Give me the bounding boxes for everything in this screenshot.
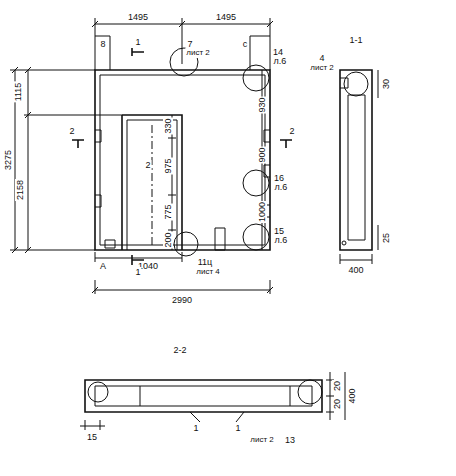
dimension-label: 400 xyxy=(347,265,364,275)
dimension-label: 900 xyxy=(257,146,267,163)
dimension-label: 2 xyxy=(288,126,295,136)
dimension-label: лист 2 xyxy=(185,48,210,58)
dimension-label: 2 xyxy=(68,126,75,136)
dimension-label: лист 4 xyxy=(195,267,220,277)
dimension-label: 2-2 xyxy=(172,345,187,355)
dimension-label: л.6 xyxy=(274,235,289,245)
dimension-label: 1495 xyxy=(215,12,237,22)
dimension-label: 975 xyxy=(163,157,173,174)
dimension-label: 15 xyxy=(86,432,98,442)
dimension-label: 25 xyxy=(381,232,391,244)
dimension-label: л.6 xyxy=(274,182,289,192)
dimension-label: 2 xyxy=(144,160,151,170)
dimension-label: 400 xyxy=(347,387,357,404)
dimension-label: 775 xyxy=(163,203,173,220)
dimension-label: 1 xyxy=(192,423,199,433)
dimension-label: л.6 xyxy=(273,56,288,66)
dimension-label: 8 xyxy=(99,39,106,49)
dimension-label: 30 xyxy=(381,78,391,90)
dimension-label: лист 2 xyxy=(309,63,334,73)
dimension-label: 930 xyxy=(257,96,267,113)
dimension-label: 1495 xyxy=(127,12,149,22)
dimension-label: 200 xyxy=(163,231,173,248)
dimension-label: 1115 xyxy=(13,82,23,103)
dimension-label: 4 xyxy=(318,53,325,63)
dimension-label: A xyxy=(99,261,107,271)
dimension-label: 2990 xyxy=(171,295,193,305)
dimension-label: 13 xyxy=(284,435,296,445)
dimension-label: 11ц xyxy=(197,257,214,267)
dimension-label: 20 xyxy=(332,398,342,410)
dimension-label: 2158 xyxy=(15,179,25,201)
dimension-label: 1 xyxy=(134,267,141,277)
dimension-label: 1-1 xyxy=(348,35,363,45)
dimension-label: 330 xyxy=(163,117,173,134)
dimension-label: 3275 xyxy=(3,149,13,171)
dimension-label: c xyxy=(242,39,249,49)
dimension-label: 1000 xyxy=(257,201,267,223)
dimension-label: 20 xyxy=(332,380,342,392)
dimension-label: 1 xyxy=(134,37,141,47)
dimension-label: лист 2 xyxy=(249,435,274,445)
dimension-label: 1 xyxy=(234,423,241,433)
